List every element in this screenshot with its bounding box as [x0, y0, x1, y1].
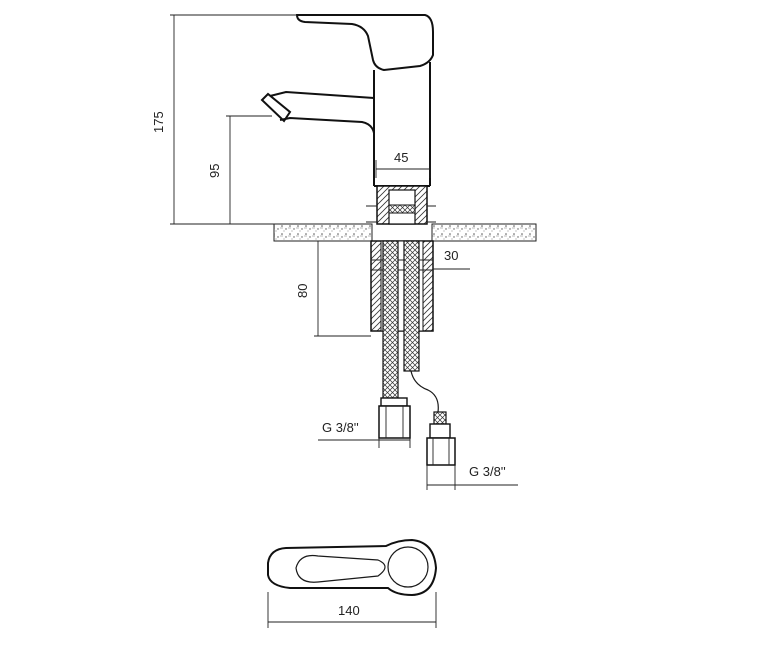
countertop — [273, 223, 537, 242]
dimension-handle-length: 140 — [267, 592, 437, 628]
dimension-spout-height: 95 — [207, 115, 272, 224]
dimension-shank-length: 80 — [295, 240, 371, 337]
spout-height-label: 95 — [207, 164, 222, 178]
body-width-label: 45 — [394, 150, 408, 165]
hose-nut-right — [426, 411, 456, 466]
supply-hoses — [382, 240, 439, 413]
shank-diameter-label: 30 — [444, 248, 458, 263]
faucet-top-view — [267, 538, 438, 597]
dimension-connection-right: G 3/8'' — [426, 464, 518, 490]
dimension-connection-left: G 3/8'' — [318, 420, 411, 448]
mounting-shank — [370, 240, 434, 332]
handle-length-label: 140 — [338, 603, 360, 618]
shank-length-label: 80 — [295, 284, 310, 298]
total-height-label: 175 — [151, 111, 166, 133]
dimension-total-height: 175 — [151, 14, 297, 225]
connection-left-label: G 3/8'' — [322, 420, 359, 435]
hose-nut-left — [378, 397, 411, 439]
dimension-body-width: 45 — [375, 150, 431, 178]
connection-right-label: G 3/8'' — [469, 464, 506, 479]
dimension-shank-diameter: 30 — [433, 248, 470, 270]
faucet-body-side-view — [260, 14, 436, 225]
